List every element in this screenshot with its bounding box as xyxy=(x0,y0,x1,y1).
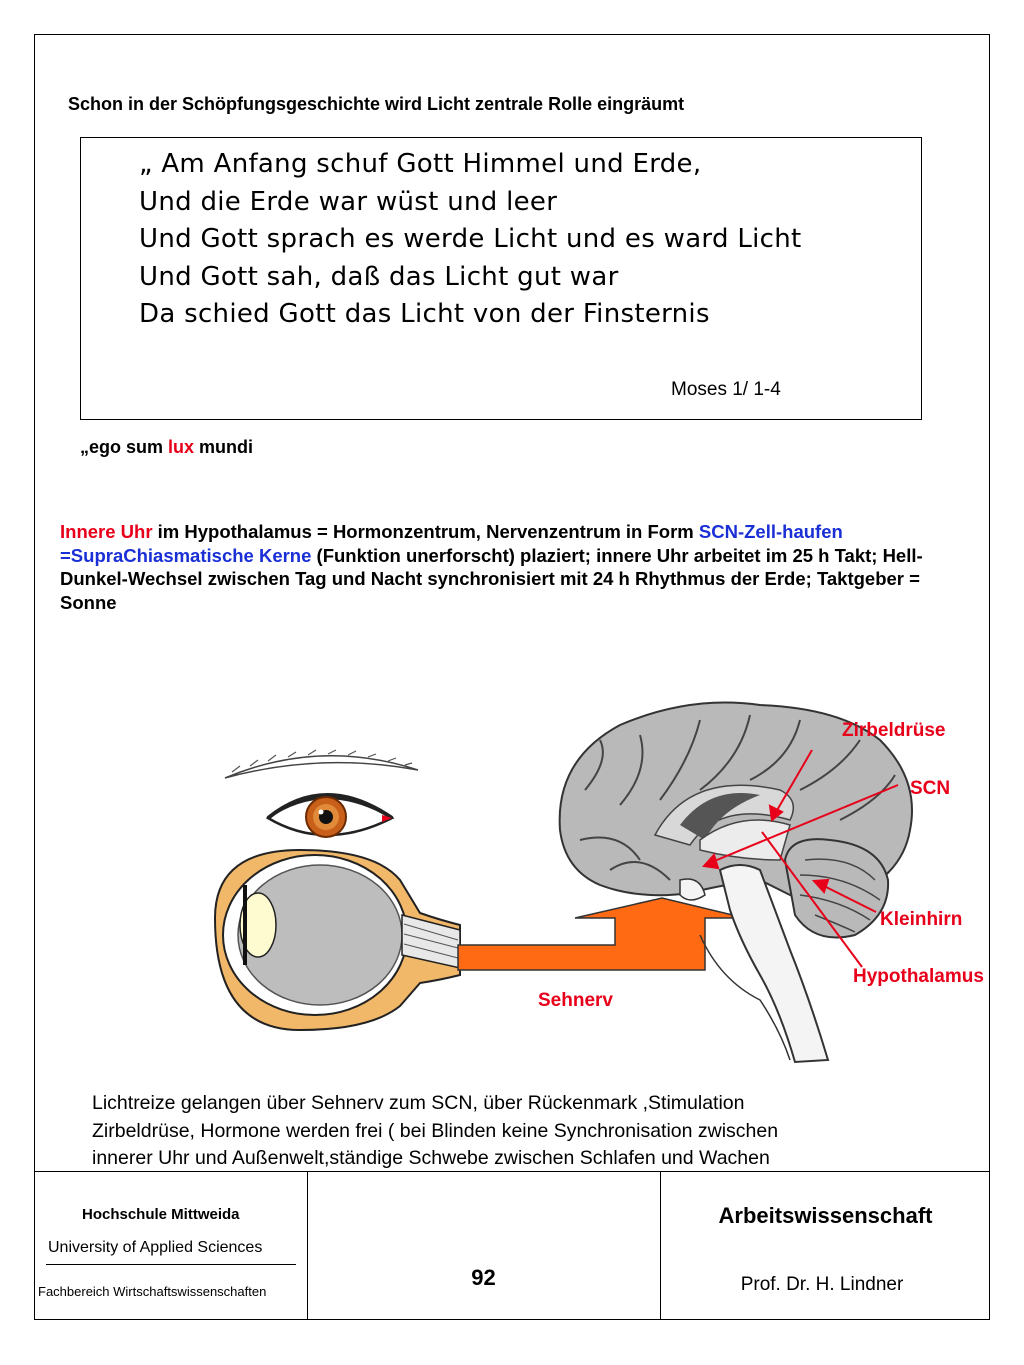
caption-line: Zirbeldrüse, Hormone werden frei ( bei B… xyxy=(92,1119,779,1142)
quote-source: Moses 1/ 1-4 xyxy=(671,379,781,400)
label-pointers xyxy=(701,749,899,968)
quote-line: Da schied Gott das Licht von der Finster… xyxy=(139,299,710,329)
subject-title: Arbeitswissenschaft xyxy=(718,1203,933,1228)
quote-line: Und die Erde war wüst und leer xyxy=(139,186,558,217)
body-paragraph: Innere Uhr im Hypothalamus = Hormonzentr… xyxy=(60,520,960,614)
front-eye-icon xyxy=(265,793,395,838)
label-hypothalamus: Hypothalamus xyxy=(853,966,984,987)
institution-name: Hochschule Mittweida xyxy=(82,1206,240,1223)
quote-box: „ Am Anfang schuf Gott Himmel und Erde, … xyxy=(80,137,922,420)
caption-line: Lichtreize gelangen über Sehnerv zum SCN… xyxy=(92,1092,745,1114)
label-zirbeldruese: Zirbeldrüse xyxy=(842,720,946,741)
slide-frame xyxy=(34,34,990,1320)
footer-subject-cell: Arbeitswissenschaft Prof. Dr. H. Lindner xyxy=(661,1172,990,1320)
term-innere-uhr: Innere Uhr xyxy=(60,521,153,542)
slide-heading: Schon in der Schöpfungsgeschichte wird L… xyxy=(68,94,685,114)
para-text: (Funktion unerforscht) plaziert; innere … xyxy=(60,544,923,613)
eyeball-section-icon xyxy=(213,848,461,1032)
latin-after: mundi xyxy=(194,437,254,457)
label-kleinhirn: Kleinhirn xyxy=(880,909,963,930)
label-scn: SCN xyxy=(910,778,951,799)
footer-page-cell: 92 xyxy=(307,1172,661,1320)
quote-line: Und Gott sah, daß das Licht gut war xyxy=(139,261,619,292)
quote-line: Und Gott sprach es werde Licht und es wa… xyxy=(139,224,802,254)
label-sehnerv: Sehnerv xyxy=(538,990,613,1011)
caption-line: innerer Uhr und Außenwelt,ständige Schwe… xyxy=(92,1147,770,1169)
quote-lines: „ Am Anfang schuf Gott Himmel und Erde, … xyxy=(139,146,802,334)
term-scn: SCN-Zell-haufen =SupraChiasmatische Kern… xyxy=(60,521,843,566)
para-text: im Hypothalamus = Hormonzentrum, Nervenz… xyxy=(152,521,699,542)
quote-line: „ Am Anfang schuf Gott Himmel und Erde, xyxy=(139,149,702,179)
department-name: Fachbereich Wirtschaftswissenschaften xyxy=(38,1284,267,1299)
footer-divider xyxy=(46,1264,296,1265)
page-number: 92 xyxy=(471,1265,496,1290)
university-name: University of Applied Sciences xyxy=(48,1239,263,1256)
latin-quote: „ego sum lux mundi xyxy=(80,437,253,458)
eye-brain-illustration xyxy=(213,701,913,1064)
author-name: Prof. Dr. H. Lindner xyxy=(740,1274,904,1295)
optic-pathway-arrow xyxy=(457,897,746,971)
latin-before: „ego sum xyxy=(80,437,169,457)
footer-institution-cell: Hochschule Mittweida University of Appli… xyxy=(34,1172,308,1320)
footer: Hochschule Mittweida University of Appli… xyxy=(34,1171,990,1321)
eyebrow-icon xyxy=(224,749,419,779)
latin-highlight: lux xyxy=(168,437,195,457)
caption: Lichtreize gelangen über Sehnerv zum SCN… xyxy=(92,1090,778,1173)
brain-section-icon xyxy=(558,701,913,1064)
